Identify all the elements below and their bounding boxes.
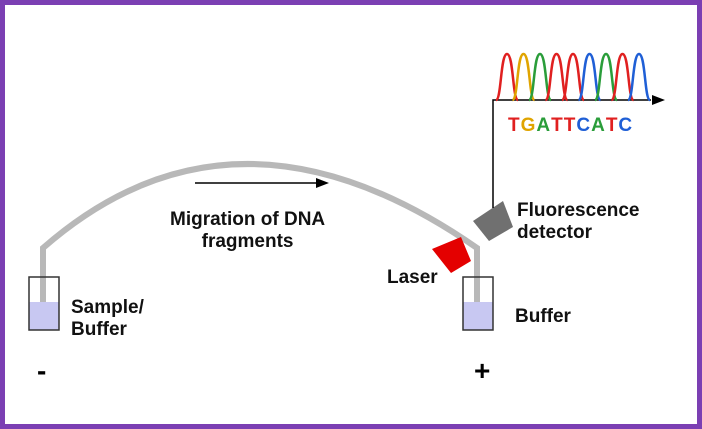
sample-buffer-vial [28,276,60,331]
base-letter: T [508,115,521,136]
migration-label: Migration of DNA fragments [170,209,326,252]
chromatogram-peak [577,52,602,102]
chromatogram-peak [511,52,536,102]
positive-electrode-sign: + [474,355,491,386]
migration-arrow [195,178,329,188]
axis-arrowhead [652,95,665,105]
negative-electrode-sign: - [37,355,47,386]
base-letter: C [618,115,634,136]
laser-icon [432,237,471,273]
base-letter: T [563,115,577,136]
base-letter: G [520,115,537,136]
buffer-vial [462,276,494,331]
chromatogram-peaks [494,52,652,102]
chromatogram-peak [527,52,553,102]
electrophoresis-diagram [28,52,665,331]
chromatogram-peak [626,52,652,102]
sample-buffer-label: Sample/ Buffer [71,297,144,340]
chromatogram-peak [544,52,569,102]
chromatogram-peak [593,52,619,102]
buffer-label: Buffer [515,306,571,327]
base-letter: A [536,115,552,136]
chromatogram-peak [560,52,586,102]
dna-sequence: TGATTCATC [508,115,633,137]
fluorescence-detector-label: Fluorescence detector [517,200,640,243]
signal-line [492,99,651,208]
laser-label: Laser [387,267,438,288]
base-letter: A [591,115,606,136]
base-letter: T [605,115,619,136]
detector-icon [473,201,513,241]
chromatogram-peak [494,52,520,102]
capillary-tube [40,161,480,305]
base-letter: T [551,115,564,136]
chromatogram-peak [610,52,635,102]
base-letter: C [576,115,592,136]
